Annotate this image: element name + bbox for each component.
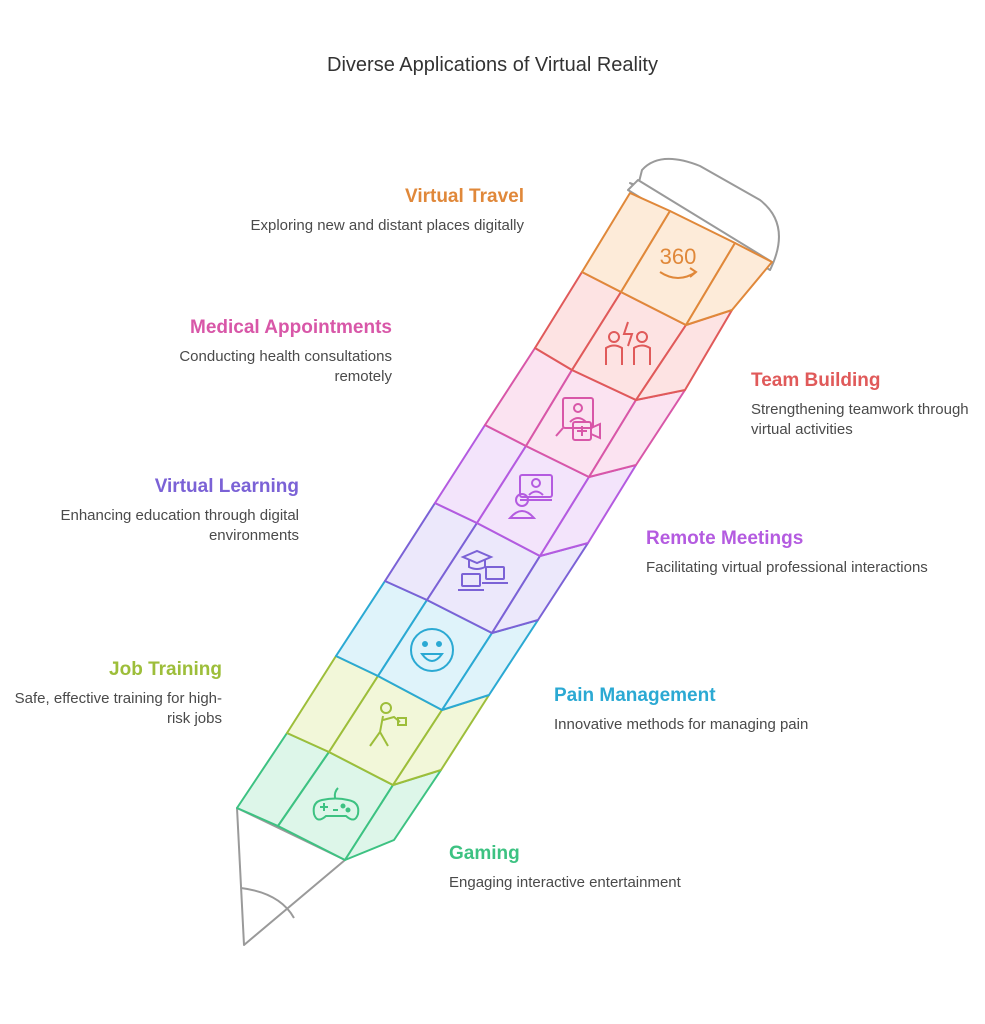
item-description: Safe, effective training for high-risk j… <box>14 690 222 727</box>
360-icon: 360 <box>659 244 698 279</box>
telemedicine-icon <box>555 397 601 441</box>
smile-icon <box>410 628 454 672</box>
item-title: Job Training <box>109 659 222 680</box>
gamepad-icon <box>312 787 360 821</box>
pencil-segment-virtual-travel-right <box>685 242 773 326</box>
item-description: Conducting health consultations remotely <box>179 348 392 385</box>
page-title: Diverse Applications of Virtual Reality <box>327 54 658 76</box>
pencil-eraser <box>629 157 780 271</box>
video-meeting-icon <box>507 474 553 519</box>
item-description: Innovative methods for managing pain <box>554 716 809 733</box>
e-learning-icon <box>458 549 508 591</box>
item-title: Virtual Travel <box>405 186 524 207</box>
item-description: Engaging interactive entertainment <box>449 874 681 891</box>
item-title: Gaming <box>449 843 520 864</box>
item-description: Strengthening teamwork through virtual a… <box>751 401 969 438</box>
item-title: Medical Appointments <box>190 317 392 338</box>
item-title: Virtual Learning <box>154 476 299 497</box>
item-title: Pain Management <box>554 685 716 706</box>
item-title: Remote Meetings <box>646 528 804 549</box>
item-title: Team Building <box>751 370 881 391</box>
item-description: Exploring new and distant places digital… <box>250 217 525 234</box>
360-label: 360 <box>660 244 697 269</box>
item-description: Enhancing education through digital envi… <box>60 507 299 544</box>
worker-icon <box>369 702 407 747</box>
pencil-tip-arc <box>240 887 295 919</box>
item-description: Facilitating virtual professional intera… <box>646 559 928 576</box>
pencil-tip <box>236 807 346 946</box>
team-icon <box>605 321 651 365</box>
